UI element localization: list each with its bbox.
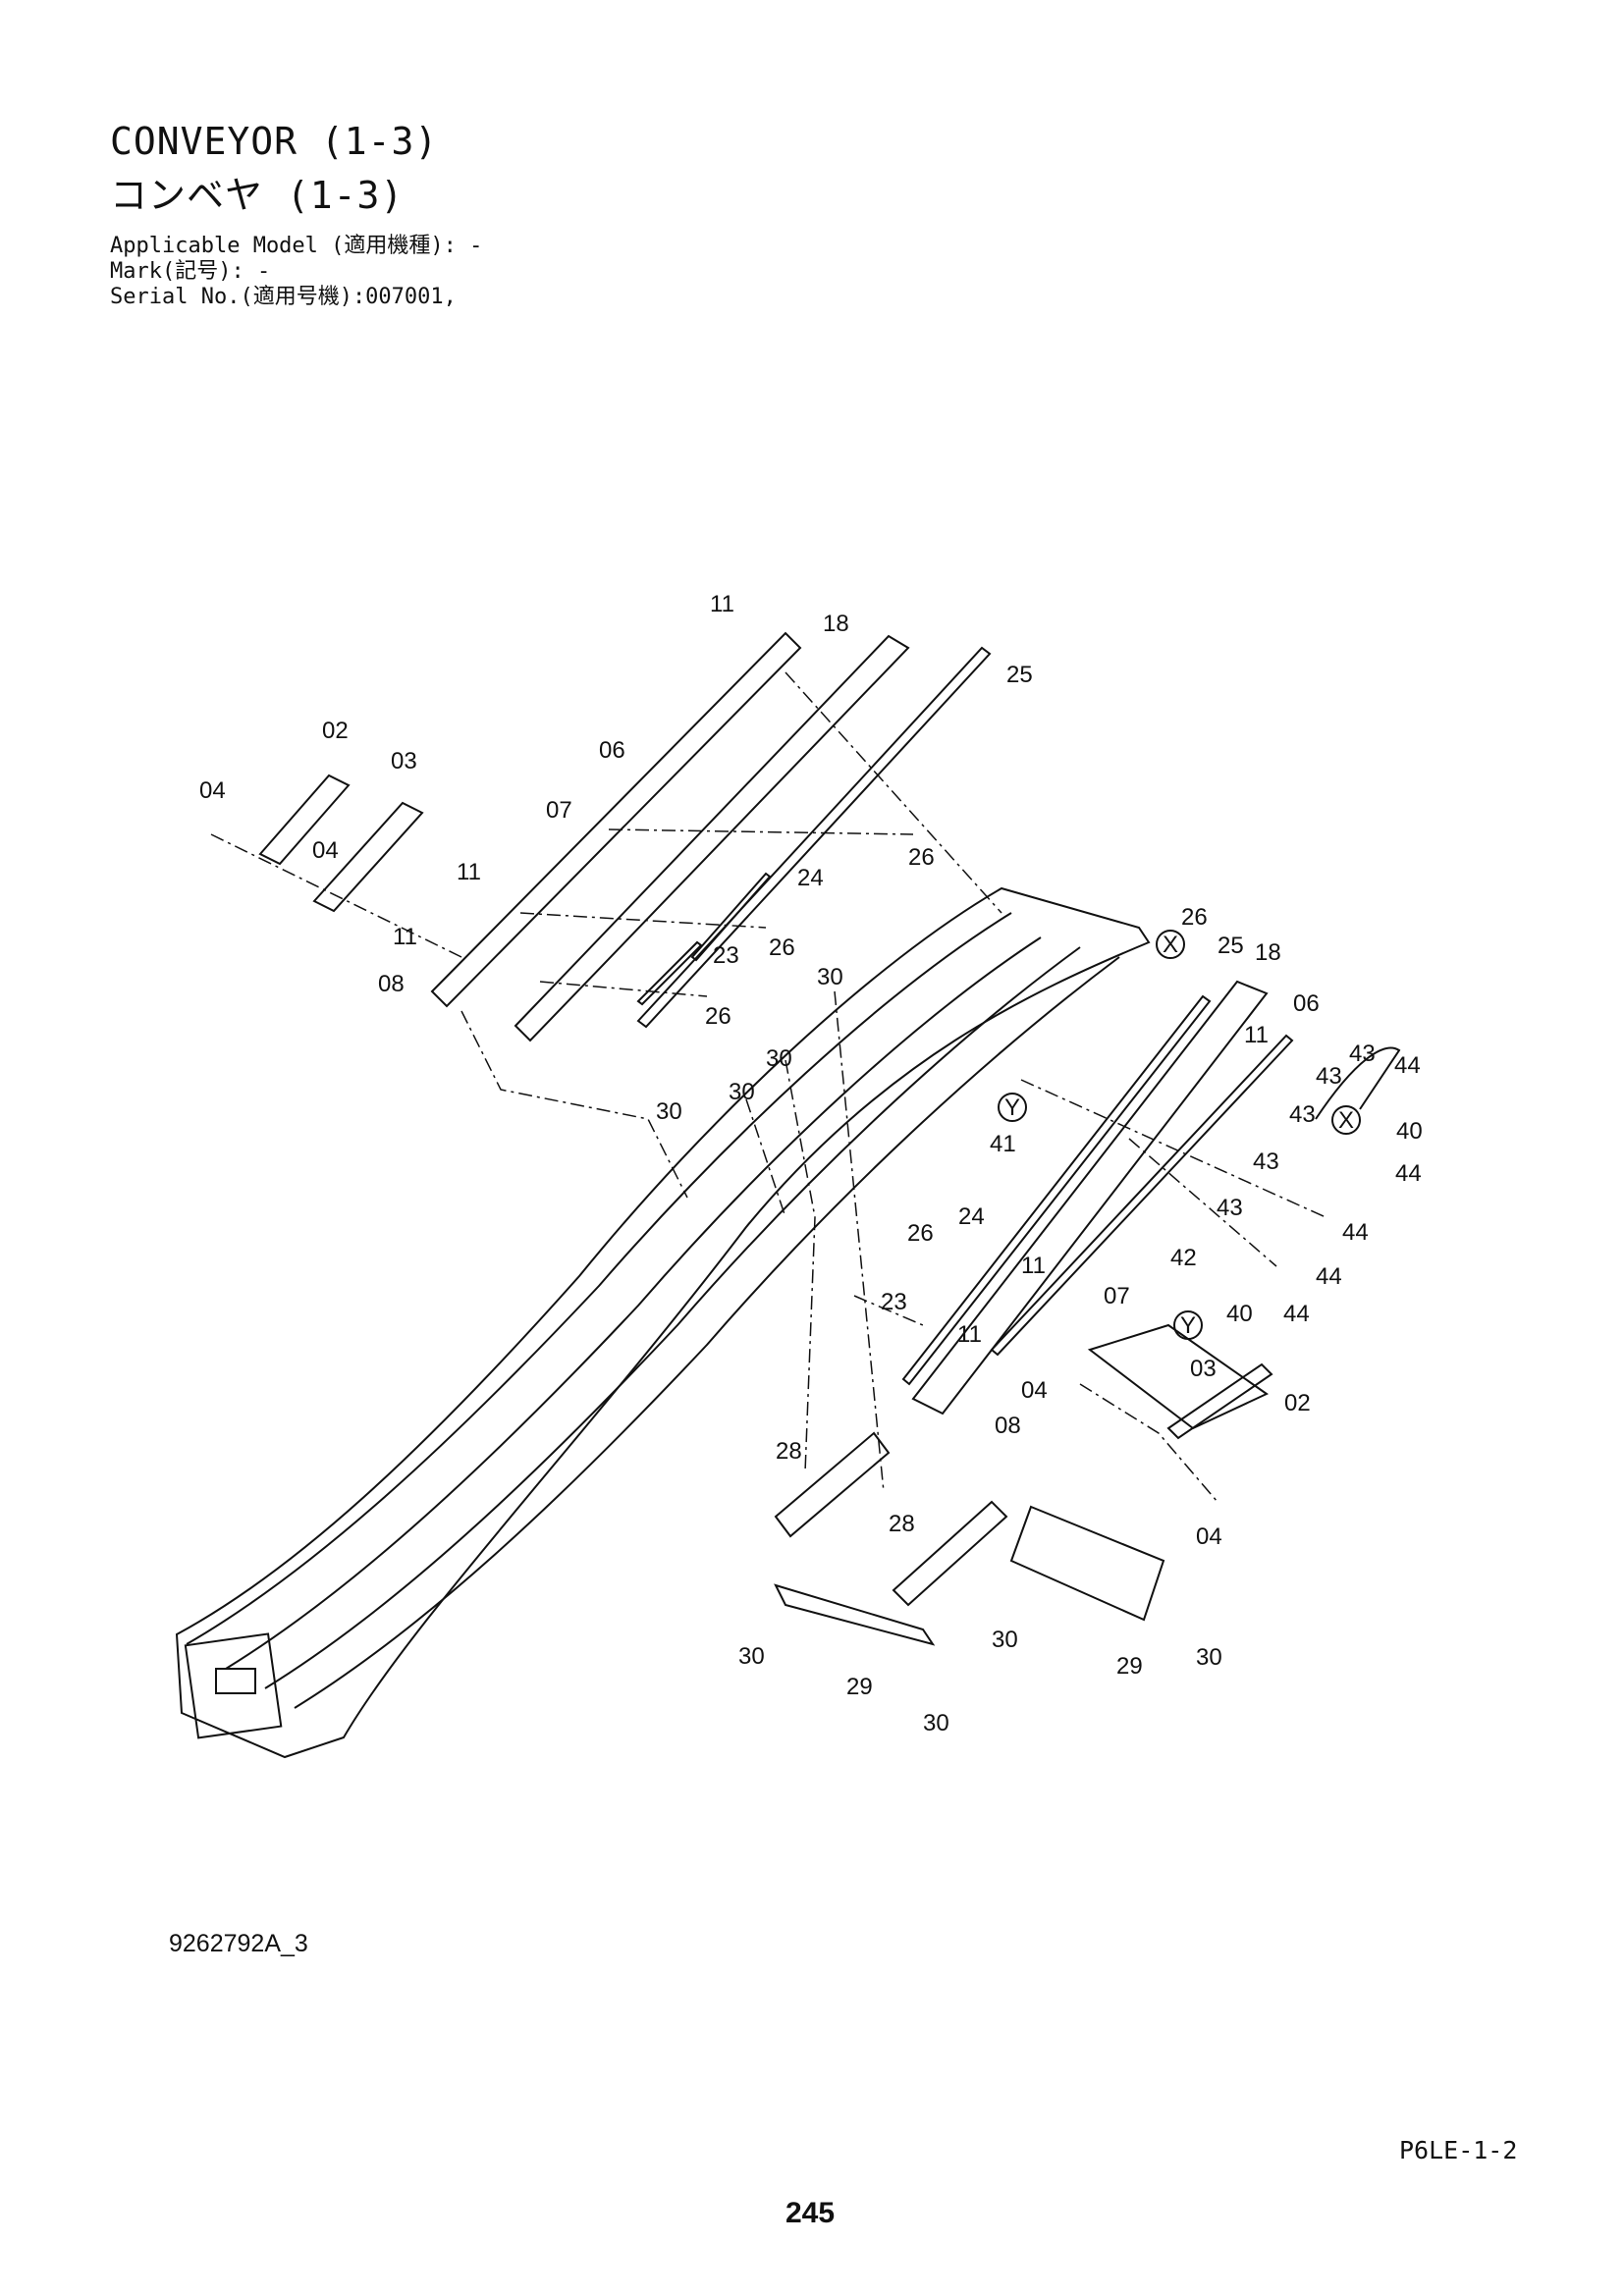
callout-left-16: 26 (705, 1003, 731, 1030)
callout-right-31: 02 (1284, 1390, 1311, 1416)
callout-center-1: 30 (766, 1045, 792, 1072)
callout-lower-7: 30 (923, 1710, 949, 1736)
callout-left-2: 25 (1006, 662, 1033, 688)
callout-lower-0: 28 (776, 1438, 802, 1465)
callout-left-13: 11 (393, 924, 417, 950)
callout-right-30: 04 (1021, 1377, 1048, 1404)
callout-right-12: 44 (1395, 1160, 1422, 1187)
title-jp: コンベヤ (1-3) (110, 174, 405, 217)
callout-left-4: 03 (391, 748, 417, 774)
callout-center-0: 30 (817, 964, 843, 990)
callout-lower-2: 30 (992, 1627, 1018, 1653)
callout-right-3: 18 (1255, 939, 1281, 966)
callout-right-27: 44 (1283, 1301, 1310, 1327)
callout-right-9: 43 (1289, 1101, 1316, 1128)
callout-right-28: 11 (957, 1321, 982, 1348)
callout-right-23: 07 (1104, 1283, 1130, 1309)
callout-lower-5: 29 (846, 1674, 873, 1700)
mark: Mark(記号): - (110, 259, 271, 284)
section-code: P6LE-1-2 (1399, 2136, 1518, 2164)
callout-left-0: 11 (710, 591, 734, 617)
callout-right-29: 03 (1190, 1356, 1217, 1382)
callout-center-2: 30 (729, 1079, 755, 1105)
callout-right-14: 41 (990, 1131, 1016, 1157)
callout-left-7: 06 (599, 737, 625, 764)
callout-right-16: 43 (1253, 1148, 1279, 1175)
callout-left-8: 07 (546, 797, 572, 824)
callout-left-9: 24 (797, 865, 824, 891)
callout-left-14: 23 (713, 942, 739, 969)
callout-right-18: 43 (1217, 1195, 1243, 1221)
callout-right-6: 43 (1349, 1041, 1376, 1067)
callout-circle-x-top (1156, 930, 1185, 959)
callout-right-24: 23 (881, 1289, 907, 1315)
callout-right-8: 44 (1394, 1052, 1421, 1079)
callout-lower-6: 30 (738, 1643, 765, 1670)
title-en: CONVEYOR (1-3) (110, 120, 439, 163)
callout-lower-3: 29 (1116, 1653, 1143, 1680)
callout-right-17: 44 (1342, 1219, 1369, 1246)
callout-circle-y-bottom (1173, 1310, 1203, 1340)
callout-right-21: 11 (1021, 1253, 1046, 1279)
callout-left-5: 04 (199, 777, 226, 804)
callout-left-10: 26 (908, 844, 935, 871)
callout-left-1: 18 (823, 611, 849, 637)
callout-right-32: 08 (995, 1413, 1021, 1439)
applicable-model: Applicable Model (適用機種): - (110, 234, 483, 258)
callout-left-6: 04 (312, 837, 339, 864)
callout-right-2: 25 (1218, 933, 1244, 959)
callout-right-5: 11 (1244, 1022, 1269, 1048)
callout-right-26: 40 (1226, 1301, 1253, 1327)
callout-right-7: 43 (1316, 1063, 1342, 1090)
callout-right-22: 42 (1170, 1245, 1197, 1271)
callout-lower-4: 30 (1196, 1644, 1222, 1671)
callout-right-15: 24 (958, 1203, 985, 1230)
callout-right-19: 44 (1316, 1263, 1342, 1290)
serial-number: Serial No.(適用号機):007001, (110, 285, 457, 309)
callout-right-25: Y (1180, 1312, 1196, 1339)
callout-center-3: 30 (656, 1098, 682, 1125)
drawing-number: 9262792A_3 (169, 1930, 308, 1957)
callout-right-11: X (1338, 1107, 1354, 1134)
callout-right-20: 26 (907, 1220, 934, 1247)
callout-right-10: 40 (1396, 1118, 1423, 1145)
callout-right-0: X (1163, 932, 1178, 958)
callout-right-33: 04 (1196, 1523, 1222, 1550)
callout-left-15: 08 (378, 971, 405, 997)
callout-right-13: Y (1004, 1095, 1020, 1121)
page-number: 245 (785, 2197, 836, 2229)
callout-left-11: 11 (457, 859, 481, 885)
callout-circle-y-top (998, 1093, 1027, 1122)
callout-left-3: 02 (322, 718, 349, 744)
callout-circle-x-right (1331, 1105, 1361, 1135)
callout-lower-1: 28 (889, 1511, 915, 1537)
callout-right-1: 26 (1181, 904, 1208, 931)
callout-left-12: 26 (769, 934, 795, 961)
callout-right-4: 06 (1293, 990, 1320, 1017)
